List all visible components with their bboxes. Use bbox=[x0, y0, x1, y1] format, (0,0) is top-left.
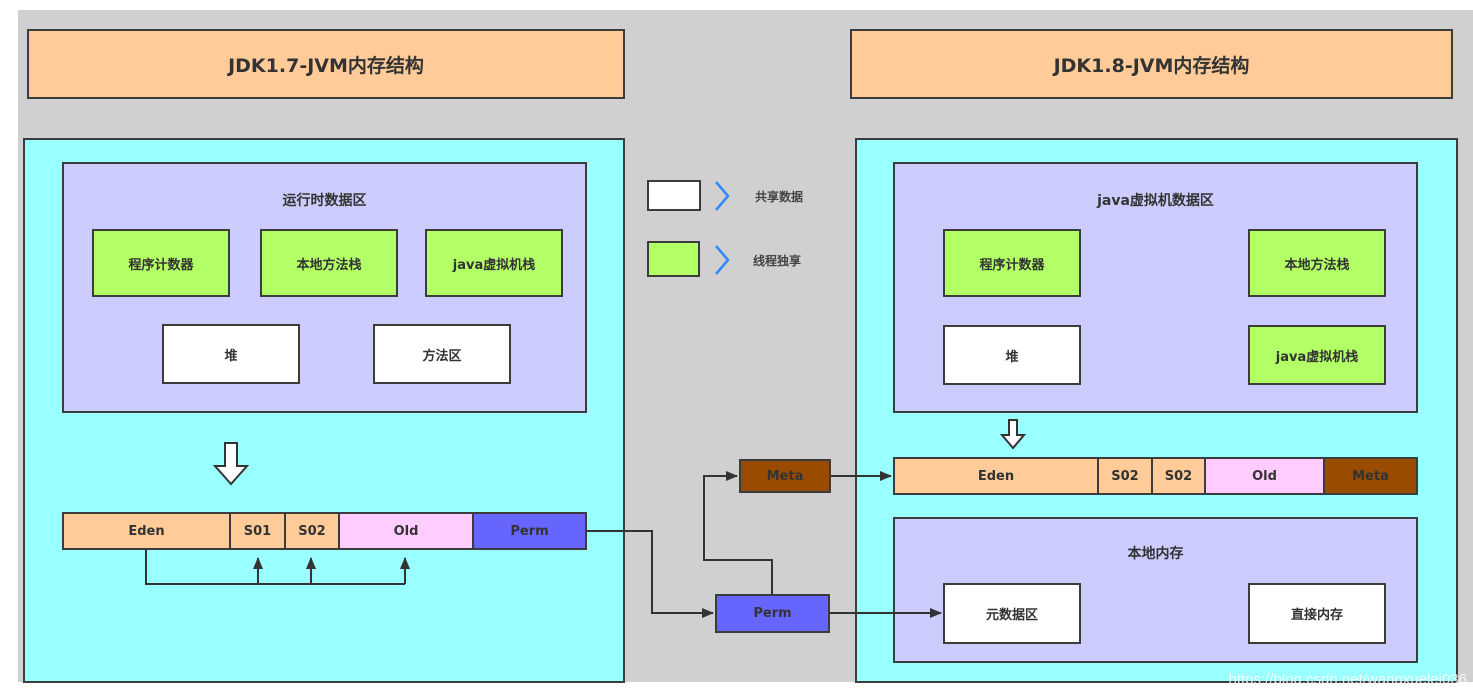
native-memory-label: 本地内存 bbox=[1127, 546, 1184, 562]
jdk18-heap: 堆 bbox=[943, 325, 1081, 385]
jdk17-heap-bar: Eden S01 S02 Old Perm bbox=[62, 512, 587, 550]
jdk17-jvm-stack: java虚拟机栈 bbox=[425, 229, 563, 297]
jdk17-program-counter: 程序计数器 bbox=[92, 229, 230, 297]
jdk17-heap: 堆 bbox=[162, 324, 300, 384]
legend-shared-label: 共享数据 bbox=[755, 190, 804, 204]
transition-meta: Meta bbox=[739, 459, 831, 493]
segment-perm: Perm bbox=[474, 514, 585, 548]
jdk17-title: JDK1.7-JVM内存结构 bbox=[27, 29, 625, 99]
watermark: https://blog.csdn.net/wangxuelei036 bbox=[1228, 671, 1468, 688]
segment-old: Old bbox=[340, 514, 474, 548]
legend-thread-private-label: 线程独享 bbox=[753, 254, 802, 268]
jdk17-method-area: 方法区 bbox=[373, 324, 511, 384]
segment-s02-b: S02 bbox=[1153, 459, 1206, 493]
transition-perm: Perm bbox=[715, 594, 830, 633]
runtime-area-label: 运行时数据区 bbox=[282, 193, 367, 209]
segment-eden: Eden bbox=[64, 514, 231, 548]
jdk18-heap-bar: Eden S02 S02 Old Meta bbox=[893, 457, 1418, 495]
segment-s01: S01 bbox=[231, 514, 286, 548]
jdk18-title: JDK1.8-JVM内存结构 bbox=[850, 29, 1453, 99]
segment-meta: Meta bbox=[1325, 459, 1416, 493]
jdk18-direct-memory: 直接内存 bbox=[1248, 583, 1386, 644]
jdk17-native-method-stack: 本地方法栈 bbox=[260, 229, 398, 297]
segment-old: Old bbox=[1206, 459, 1325, 493]
jdk18-program-counter: 程序计数器 bbox=[943, 229, 1081, 297]
jdk18-metadata-area: 元数据区 bbox=[943, 583, 1081, 644]
jdk18-jvm-stack: java虚拟机栈 bbox=[1248, 325, 1386, 385]
jvm-area-label: java虚拟机数据区 bbox=[1097, 193, 1214, 209]
legend-shared-swatch bbox=[647, 180, 701, 211]
segment-s02-a: S02 bbox=[1099, 459, 1153, 493]
segment-eden: Eden bbox=[895, 459, 1099, 493]
legend-thread-private-swatch bbox=[647, 241, 700, 277]
segment-s02: S02 bbox=[286, 514, 340, 548]
jdk18-native-method-stack: 本地方法栈 bbox=[1248, 229, 1386, 297]
